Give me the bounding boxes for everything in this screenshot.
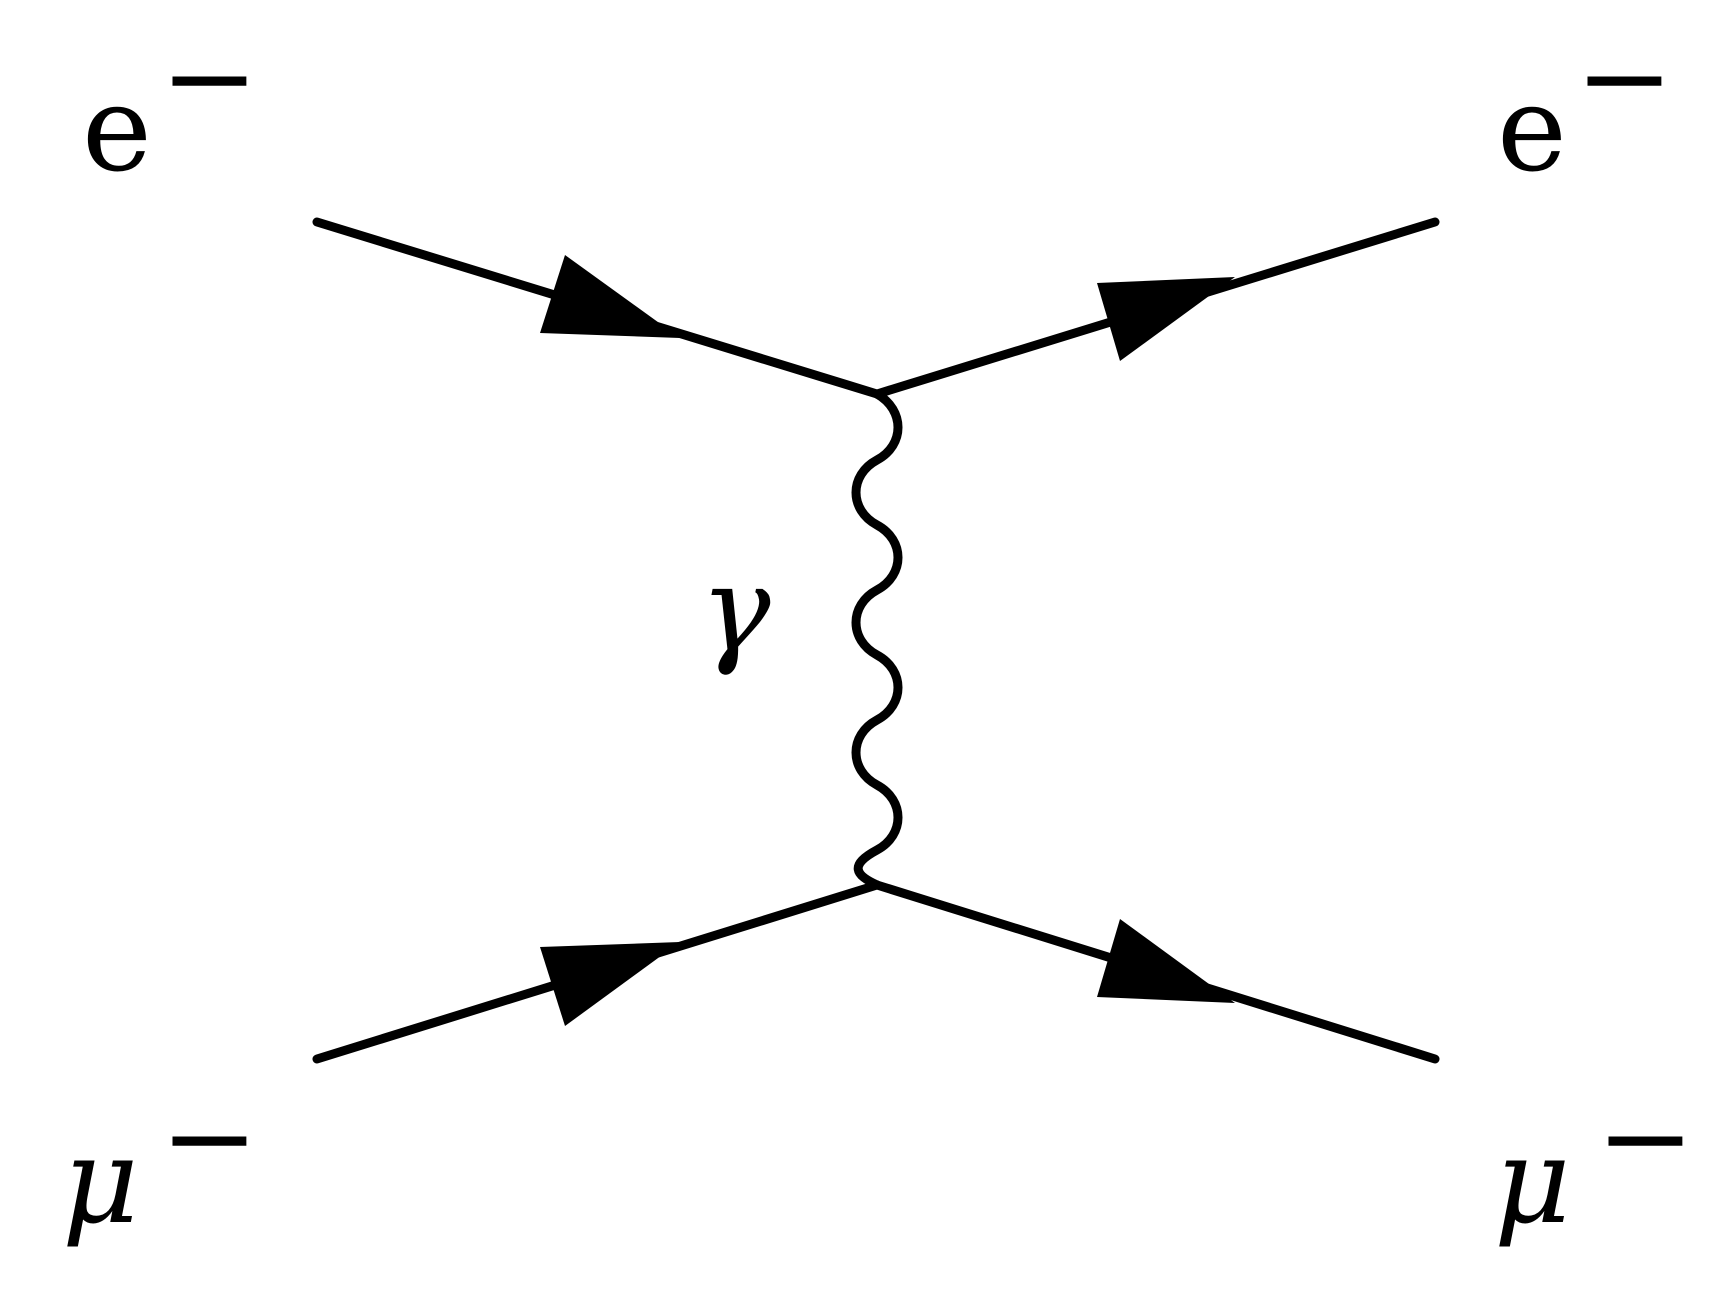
outgoing-muon-arrow bbox=[1097, 919, 1235, 1003]
particle-symbol: μ bbox=[1494, 1112, 1571, 1250]
particle-charge: − bbox=[1596, 1068, 1695, 1206]
photon-label: γ bbox=[700, 540, 771, 678]
incoming-muon-arrow bbox=[540, 942, 680, 1026]
particle-charge: − bbox=[1575, 8, 1674, 146]
label-top-right: e − bbox=[1497, 8, 1674, 198]
incoming-electron-arrow bbox=[540, 255, 680, 338]
label-top-left: e − bbox=[82, 8, 259, 198]
particle-charge: − bbox=[160, 8, 259, 146]
particle-symbol: e bbox=[1497, 60, 1567, 198]
particle-charge: − bbox=[160, 1068, 259, 1206]
particle-symbol: μ bbox=[62, 1112, 139, 1250]
label-bottom-left: μ − bbox=[62, 1068, 259, 1250]
particle-symbol: e bbox=[82, 60, 152, 198]
outgoing-electron-arrow bbox=[1097, 277, 1235, 361]
photon-propagator bbox=[851, 389, 903, 890]
label-bottom-right: μ − bbox=[1494, 1068, 1695, 1250]
